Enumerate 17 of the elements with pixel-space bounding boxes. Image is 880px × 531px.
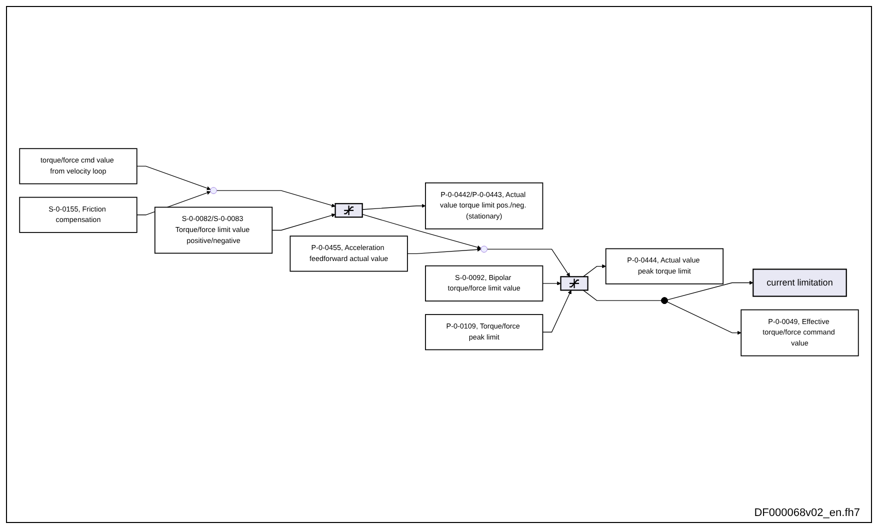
arrow [407, 247, 482, 254]
arrow [486, 248, 570, 277]
arrow [542, 290, 572, 332]
node-circle [210, 186, 217, 194]
node-box: current limitation [752, 268, 847, 297]
arrow [216, 190, 336, 208]
arrow [362, 214, 482, 250]
arrow [582, 264, 606, 277]
connector [582, 290, 662, 301]
arrow [666, 301, 742, 335]
node-circle [480, 246, 488, 252]
arrow [136, 166, 211, 190]
arrow [362, 204, 426, 210]
arrow [272, 213, 336, 230]
arrow [542, 281, 561, 286]
arrow [667, 280, 754, 300]
file-reference: DF000068v02_en.fh7 [754, 507, 860, 519]
